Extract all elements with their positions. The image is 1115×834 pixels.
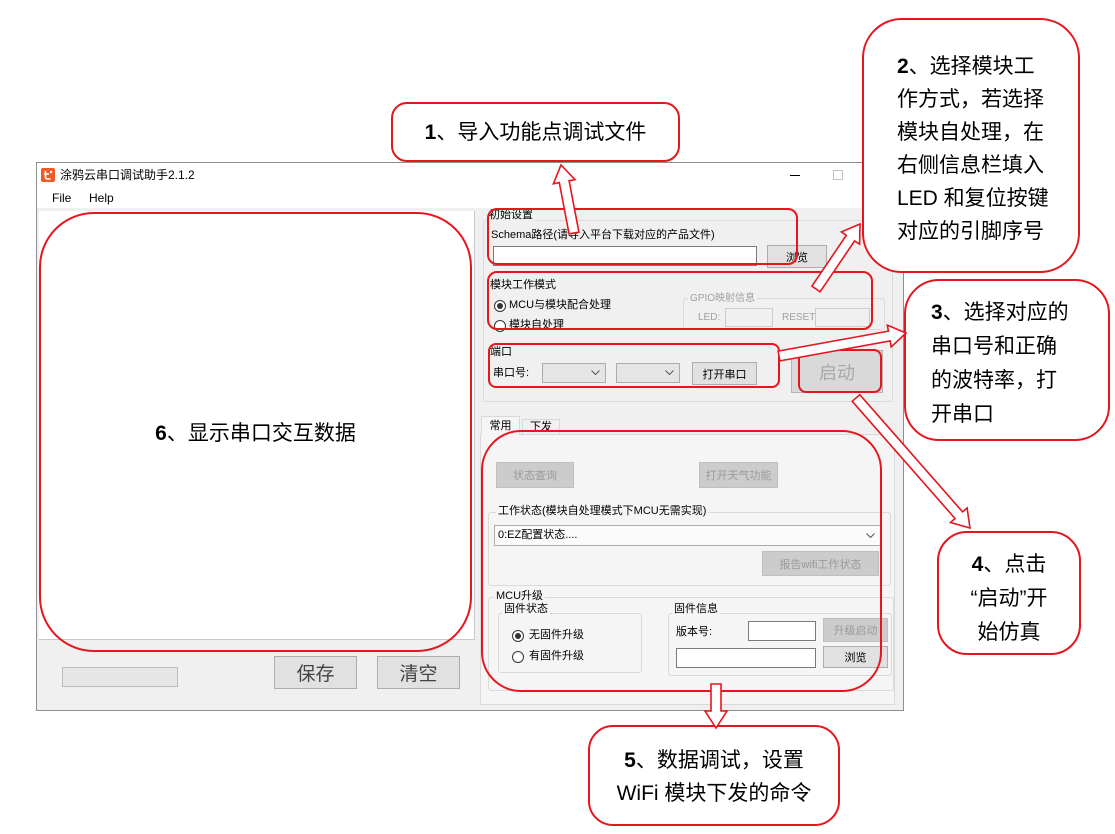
menu-bar: File Help bbox=[37, 187, 903, 208]
radio-mcu-cooperate[interactable] bbox=[494, 300, 506, 312]
callout-1-number: 1 bbox=[424, 120, 437, 144]
led-label: LED: bbox=[698, 312, 721, 323]
minimize-icon bbox=[790, 175, 800, 176]
chevron-down-icon bbox=[665, 370, 674, 375]
callout-3-line: 开串口 bbox=[931, 403, 994, 426]
callout-5-number: 5 bbox=[624, 749, 636, 772]
work-mode-label: 模块工作模式 bbox=[490, 279, 556, 291]
firmware-file-input[interactable] bbox=[676, 648, 816, 668]
maximize-icon bbox=[833, 170, 843, 180]
callout-3-number: 3 bbox=[931, 301, 943, 324]
callout-4-line: 始仿真 bbox=[977, 621, 1041, 644]
callout-3-line: 串口号和正确 bbox=[931, 335, 1057, 358]
callout-4: 4、点击 “启动”开 始仿真 bbox=[937, 531, 1081, 655]
callout-4-line: “启动”开 bbox=[970, 587, 1048, 610]
callout-2-line: 模块自处理，在 bbox=[897, 121, 1044, 144]
radio-no-firmware-upgrade-label: 无固件升级 bbox=[529, 629, 584, 641]
highlight-tab-panel bbox=[481, 430, 882, 692]
callout-1-line: 、导入功能点调试文件 bbox=[436, 120, 647, 144]
init-settings-label: 初始设置 bbox=[487, 209, 535, 222]
progress-bar bbox=[62, 667, 178, 687]
callout-2-line: 作方式，若选择 bbox=[897, 88, 1044, 111]
highlight-start bbox=[798, 349, 882, 393]
upgrade-start-button[interactable]: 升级启动 bbox=[823, 618, 888, 642]
callout-2: 2、选择模块工 作方式，若选择 模块自处理，在 右侧信息栏填入 LED 和复位按… bbox=[862, 18, 1080, 273]
callout-1: 1、导入功能点调试文件 bbox=[391, 102, 680, 162]
minimize-button[interactable] bbox=[774, 163, 817, 187]
tuya-logo-icon bbox=[41, 168, 55, 182]
callout-5-line: WiFi 模块下发的命令 bbox=[616, 782, 812, 805]
highlight-schema bbox=[487, 208, 798, 265]
callout-6-line: 、显示串口交互数据 bbox=[166, 422, 356, 445]
callout-3: 3、选择对应的 串口号和正确 的波特率，打 开串口 bbox=[904, 279, 1110, 441]
callout-6-number: 6 bbox=[155, 422, 167, 445]
menu-help[interactable]: Help bbox=[89, 191, 114, 205]
callout-2-line: 右侧信息栏填入 bbox=[897, 154, 1044, 177]
maximize-button[interactable] bbox=[817, 163, 860, 187]
radio-no-firmware-upgrade[interactable] bbox=[512, 630, 524, 642]
firmware-status-label: 固件状态 bbox=[502, 603, 550, 616]
serial-log-textarea[interactable] bbox=[39, 211, 475, 640]
callout-2-line: LED 和复位按键 bbox=[897, 187, 1049, 210]
highlight-port bbox=[488, 343, 780, 388]
reset-label: RESET: bbox=[782, 312, 818, 323]
led-pin-input[interactable] bbox=[725, 308, 773, 327]
port-number-label: 串口号: bbox=[493, 367, 530, 379]
callout-3-line: 、选择对应的 bbox=[942, 301, 1069, 324]
callout-5-line: 、数据调试，设置 bbox=[635, 749, 804, 772]
radio-has-firmware-upgrade-label: 有固件升级 bbox=[529, 650, 584, 662]
work-status-value: 0:EZ配置状态.... bbox=[498, 529, 578, 541]
firmware-info-group bbox=[668, 613, 892, 676]
report-wifi-status-button[interactable]: 报告wifi工作状态 bbox=[762, 551, 879, 576]
open-port-button[interactable]: 打开串口 bbox=[692, 362, 757, 385]
callout-6-text: 6、显示串口交互数据 bbox=[155, 417, 356, 447]
menu-file[interactable]: File bbox=[52, 191, 72, 205]
callout-2-line: 、选择模块工 bbox=[908, 55, 1035, 78]
callout-4-line: 、点击 bbox=[983, 553, 1047, 576]
chevron-down-icon bbox=[866, 532, 875, 538]
schema-path-label: Schema路径(请导入平台下载对应的产品文件) bbox=[491, 229, 715, 241]
clear-button[interactable]: 清空 bbox=[377, 656, 460, 689]
highlight-serial-log: 6、显示串口交互数据 bbox=[39, 212, 472, 652]
callout-2-number: 2 bbox=[897, 55, 909, 78]
chevron-down-icon bbox=[591, 370, 600, 375]
work-status-label: 工作状态(模块自处理模式下MCU无需实现) bbox=[496, 505, 709, 518]
firmware-status-group bbox=[498, 613, 642, 673]
weather-button[interactable]: 打开天气功能 bbox=[699, 462, 778, 488]
work-status-select[interactable]: 0:EZ配置状态.... bbox=[494, 525, 881, 546]
save-button[interactable]: 保存 bbox=[274, 656, 357, 689]
firmware-info-label: 固件信息 bbox=[672, 603, 720, 616]
callout-2-line: 对应的引脚序号 bbox=[897, 220, 1044, 243]
callout-5: 5、数据调试，设置 WiFi 模块下发的命令 bbox=[588, 725, 840, 826]
baud-rate-select[interactable] bbox=[616, 363, 680, 383]
callout-4-number: 4 bbox=[971, 553, 984, 576]
highlight-work-mode bbox=[487, 271, 873, 330]
title-bar[interactable]: 涂鸦云串口调试助手2.1.2 bbox=[37, 163, 903, 187]
version-input[interactable] bbox=[748, 621, 816, 641]
port-select[interactable] bbox=[542, 363, 606, 383]
version-label: 版本号: bbox=[676, 626, 713, 638]
radio-mcu-cooperate-label: MCU与模块配合处理 bbox=[509, 299, 612, 311]
callout-3-line: 的波特率，打 bbox=[931, 369, 1057, 392]
init-settings-group bbox=[483, 220, 893, 402]
mcu-upgrade-label: MCU升级 bbox=[494, 590, 546, 603]
window-title: 涂鸦云串口调试助手2.1.2 bbox=[60, 168, 195, 182]
gpio-label: GPIO映射信息 bbox=[688, 292, 758, 305]
